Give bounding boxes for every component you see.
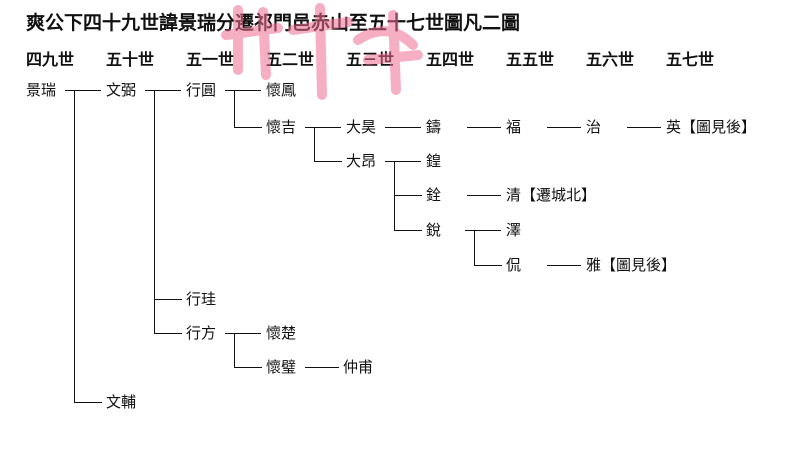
- person-rui: 銳: [426, 221, 442, 239]
- connector-line: [234, 90, 235, 127]
- person-ze: 澤: [506, 221, 522, 239]
- person-wenfu: 文輔: [106, 393, 137, 411]
- connector-line: [627, 127, 661, 128]
- person-huaifeng: 懷鳳: [266, 81, 297, 99]
- generation-label: 五五世: [506, 50, 555, 69]
- connector-line: [154, 333, 182, 334]
- generation-label: 五二世: [266, 50, 315, 69]
- person-zhi: 治: [586, 118, 602, 136]
- generation-label: 五四世: [426, 50, 475, 69]
- connector-line: [305, 367, 339, 368]
- connector-line: [74, 90, 75, 402]
- connector-line: [467, 127, 501, 128]
- generation-label: 五七世: [666, 50, 715, 69]
- connector-line: [65, 90, 101, 91]
- connector-line: [225, 90, 261, 91]
- person-dahao: 大昊: [346, 118, 377, 136]
- person-fu: 福: [506, 118, 522, 136]
- person-quan: 銓: [426, 186, 442, 204]
- generation-label: 五一世: [186, 50, 235, 69]
- connector-line: [314, 161, 342, 162]
- connector-line: [474, 265, 502, 266]
- connector-line: [547, 127, 581, 128]
- connector-line: [154, 90, 155, 333]
- person-zhongfu: 仲甫: [343, 358, 374, 376]
- person-xingyuan: 行圓: [186, 81, 217, 99]
- connector-line: [385, 161, 421, 162]
- person-daang: 大昂: [346, 152, 377, 170]
- connector-line: [74, 402, 102, 403]
- person-huaibi: 懷璧: [266, 358, 297, 376]
- person-huang: 鍠: [426, 152, 442, 170]
- page-title: 爽公下四十九世諱景瑞分遷祁門邑赤山至五十七世圖凡二圖: [26, 12, 521, 34]
- connector-line: [234, 333, 235, 367]
- person-ying: 英【圖見後】: [666, 118, 757, 136]
- person-xingfang: 行方: [186, 324, 217, 342]
- person-xinggui: 行珪: [186, 290, 217, 308]
- connector-line: [314, 127, 315, 161]
- generation-label: 五六世: [586, 50, 635, 69]
- connector-line: [154, 299, 182, 300]
- connector-line: [467, 195, 501, 196]
- person-qing: 清【遷城北】: [506, 186, 597, 204]
- connector-line: [234, 127, 262, 128]
- person-chou: 鑄: [426, 118, 442, 136]
- person-huaiji: 懷吉: [266, 118, 297, 136]
- connector-line: [225, 333, 261, 334]
- connector-line: [465, 230, 501, 231]
- connector-line: [394, 195, 422, 196]
- connector-line: [305, 127, 341, 128]
- generation-label: 四九世: [26, 50, 75, 69]
- person-wenbi: 文弼: [106, 81, 137, 99]
- person-huaichu: 懷楚: [266, 324, 297, 342]
- connector-line: [394, 230, 422, 231]
- person-jingrui: 景瑞: [26, 81, 57, 99]
- connector-line: [385, 127, 421, 128]
- generation-label: 五十世: [106, 50, 155, 69]
- connector-line: [234, 367, 262, 368]
- connector-line: [547, 265, 581, 266]
- person-ya: 雅【圖見後】: [586, 256, 677, 274]
- person-kan: 侃: [506, 256, 522, 274]
- connector-line: [474, 230, 475, 265]
- connector-line: [145, 90, 181, 91]
- generation-label: 五三世: [346, 50, 395, 69]
